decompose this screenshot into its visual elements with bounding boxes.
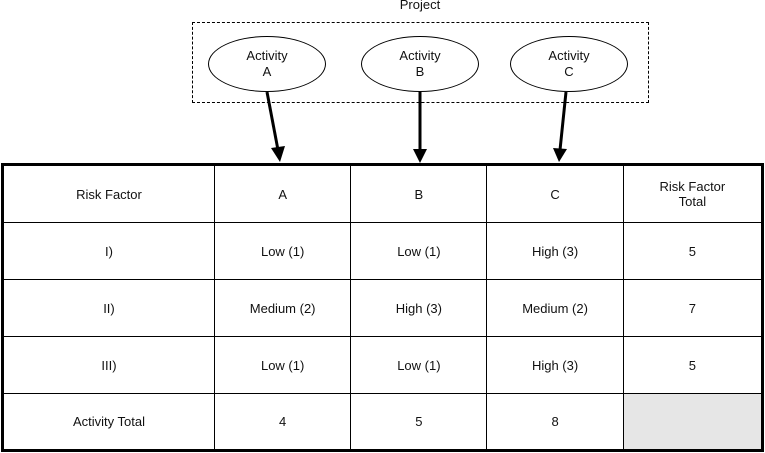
header-b: B — [350, 164, 488, 223]
activity-total-b: 5 — [350, 393, 488, 451]
risk-factor-total-cell: 5 — [622, 336, 764, 394]
activity-c-node: Activity C — [510, 36, 628, 92]
activity-total-row: Activity Total 4 5 8 — [2, 393, 764, 451]
activity-c-cell: High (3) — [486, 336, 624, 394]
header-total-line2: Total — [678, 194, 707, 209]
activity-b-cell: Low (1) — [350, 336, 488, 394]
table-row: I) Low (1) Low (1) High (3) 5 — [2, 222, 764, 280]
table-row: II) Medium (2) High (3) Medium (2) 7 — [2, 279, 764, 337]
activity-c-id: C — [564, 64, 574, 79]
risk-factor-cell: III) — [2, 336, 215, 394]
activity-a-cell: Medium (2) — [213, 279, 352, 337]
header-c: C — [486, 164, 624, 223]
activity-b-cell: High (3) — [350, 279, 488, 337]
risk-factor-cell: II) — [2, 279, 215, 337]
project-title: Project — [399, 0, 441, 12]
activity-b-id: B — [415, 64, 425, 79]
activity-a-label: Activity — [246, 48, 288, 63]
header-row: Risk Factor A B C Risk Factor Total — [2, 164, 764, 223]
connector-arrows — [265, 91, 568, 163]
activity-b-cell: Low (1) — [350, 222, 488, 280]
header-risk-factor: Risk Factor — [2, 164, 215, 223]
activity-b-label: Activity — [399, 48, 441, 63]
activity-total-label: Activity Total — [2, 393, 215, 451]
risk-factor-total-cell: 7 — [622, 279, 764, 337]
arrow-activity-b — [413, 92, 427, 163]
table-row: III) Low (1) Low (1) High (3) 5 — [2, 336, 764, 394]
risk-matrix-table: Risk Factor A B C Risk Factor Total I) L… — [1, 163, 764, 452]
activity-a-node: Activity A — [208, 36, 326, 92]
activity-total-c: 8 — [486, 393, 624, 451]
activity-b-node: Activity B — [361, 36, 479, 92]
risk-factor-cell: I) — [2, 222, 215, 280]
activity-c-cell: High (3) — [486, 222, 624, 280]
arrow-activity-c — [553, 91, 568, 162]
header-risk-factor-total: Risk Factor Total — [622, 164, 764, 223]
arrow-activity-a — [265, 91, 285, 162]
empty-shaded-cell — [622, 393, 764, 451]
header-a: A — [213, 164, 352, 223]
activity-a-cell: Low (1) — [213, 336, 352, 394]
activity-c-label: Activity — [548, 48, 590, 63]
risk-factor-total-cell: 5 — [622, 222, 764, 280]
activity-a-cell: Low (1) — [213, 222, 352, 280]
activity-c-cell: Medium (2) — [486, 279, 624, 337]
activity-a-id: A — [262, 64, 272, 79]
header-total-line1: Risk Factor — [659, 179, 726, 194]
activity-total-a: 4 — [213, 393, 352, 451]
